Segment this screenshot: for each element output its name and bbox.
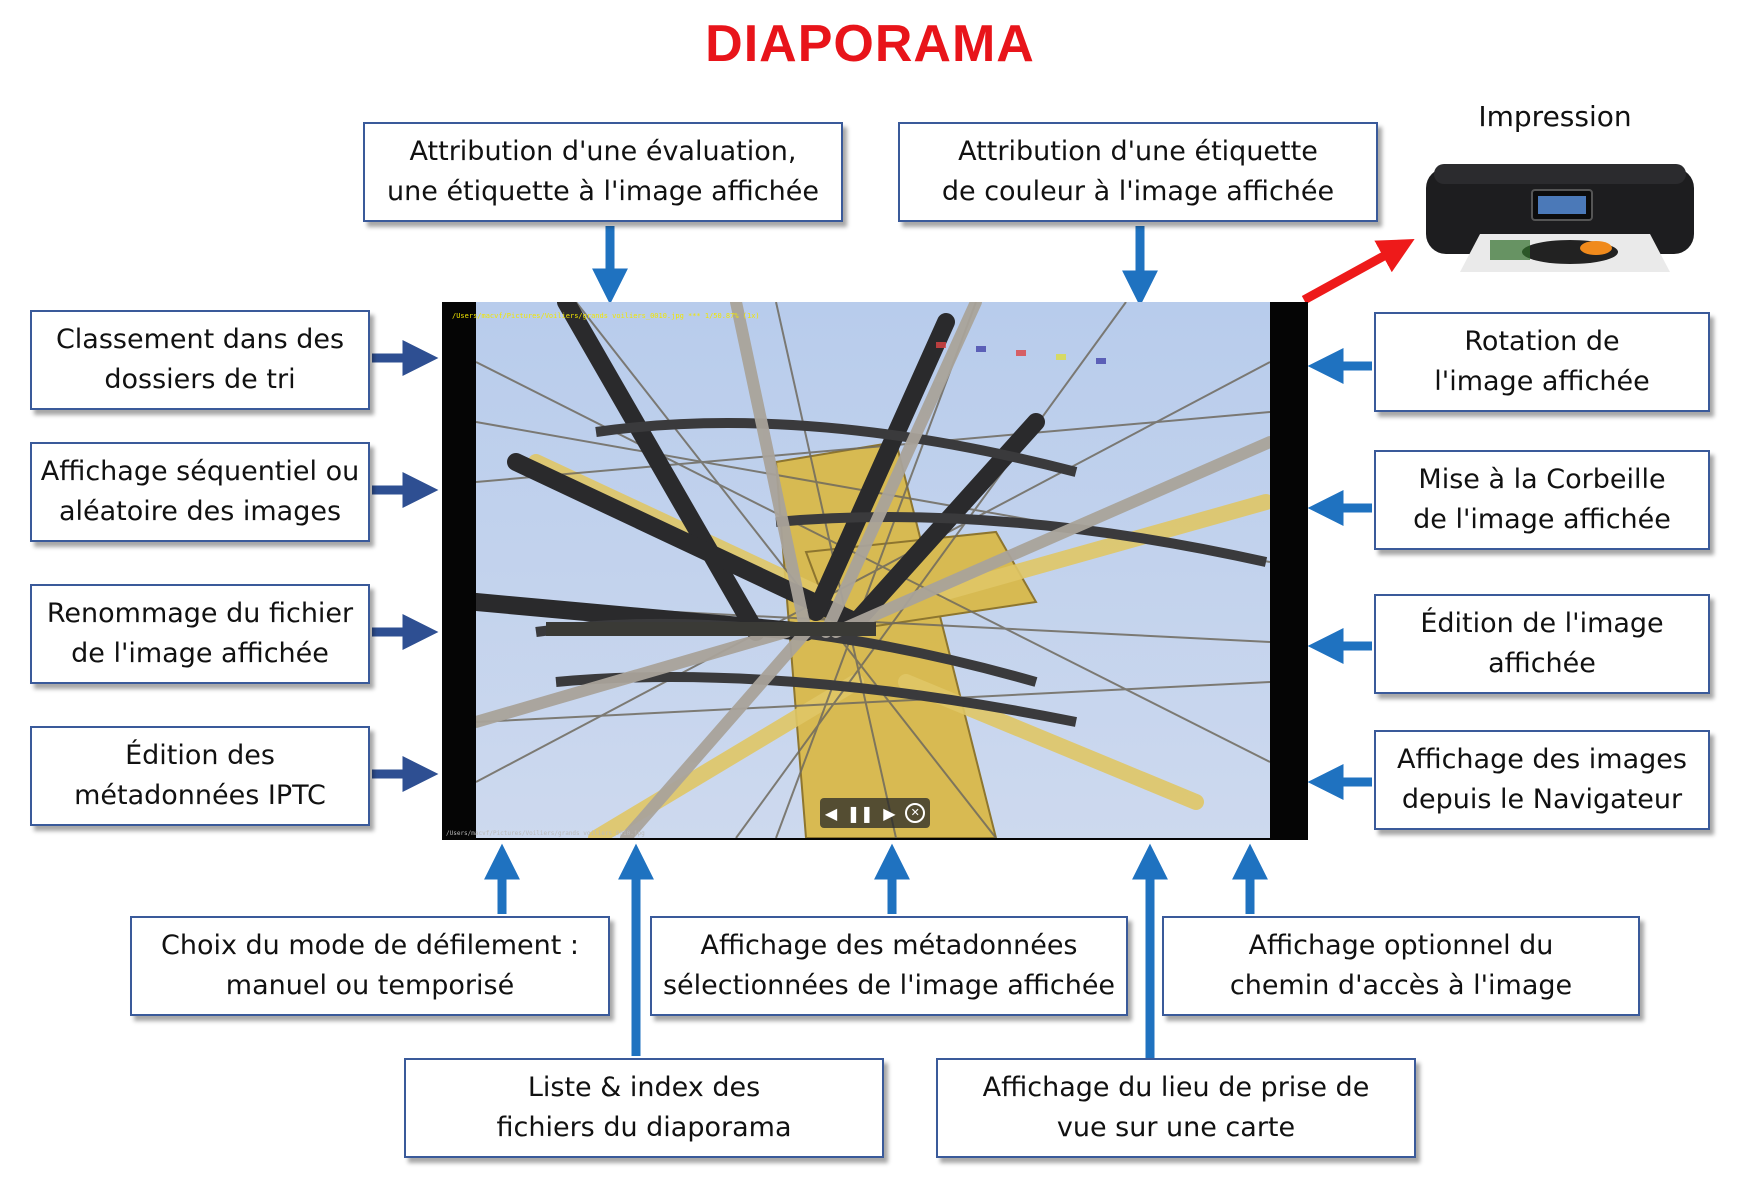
prev-icon[interactable]: ◀ bbox=[824, 803, 838, 823]
box-edit-iptc: Édition des métadonnées IPTC bbox=[30, 726, 370, 826]
box-navigator: Affichage des images depuis le Navigateu… bbox=[1374, 730, 1710, 830]
box-path-display: Affichage optionnel du chemin d'accès à … bbox=[1162, 916, 1640, 1016]
box-rotation: Rotation de l'image affichée bbox=[1374, 312, 1710, 412]
box-metadata-display: Affichage des métadonnées sélectionnées … bbox=[650, 916, 1128, 1016]
printer-image bbox=[1426, 164, 1694, 272]
diagram-title: DIAPORAMA bbox=[705, 15, 1035, 73]
path-bottom-overlay: /Users/macvf/Pictures/Voiliers/grands vo… bbox=[446, 830, 645, 837]
slideshow-photo bbox=[476, 302, 1270, 838]
box-sequential-random: Affichage séquentiel ou aléatoire des im… bbox=[30, 442, 370, 542]
impression-label: Impression bbox=[1478, 100, 1632, 133]
box-map-location: Affichage du lieu de prise de vue sur un… bbox=[936, 1058, 1416, 1158]
path-top-overlay: /Users/macvf/Pictures/Voiliers/grands vo… bbox=[452, 312, 760, 320]
box-edit-image: Édition de l'image affichée bbox=[1374, 594, 1710, 694]
slideshow-controls: ◀ ❚❚ ▶ ✕ bbox=[820, 798, 930, 828]
rigging-photo bbox=[476, 302, 1270, 838]
box-rename-file: Renommage du fichier de l'image affichée bbox=[30, 584, 370, 684]
arrow-print bbox=[1301, 239, 1415, 304]
box-scroll-mode: Choix du mode de défilement : manuel ou … bbox=[130, 916, 610, 1016]
box-color-label: Attribution d'une étiquette de couleur à… bbox=[898, 122, 1378, 222]
box-rating-label: Attribution d'une évaluation, une étique… bbox=[363, 122, 843, 222]
next-icon[interactable]: ▶ bbox=[883, 803, 896, 823]
box-sort-folders: Classement dans des dossiers de tri bbox=[30, 310, 370, 410]
slideshow-frame: /Users/macvf/Pictures/Voiliers/grands vo… bbox=[442, 302, 1308, 840]
pause-icon[interactable]: ❚❚ bbox=[846, 803, 874, 823]
box-trash: Mise à la Corbeille de l'image affichée bbox=[1374, 450, 1710, 550]
box-file-list: Liste & index des fichiers du diaporama bbox=[404, 1058, 884, 1158]
close-icon[interactable]: ✕ bbox=[905, 803, 926, 823]
